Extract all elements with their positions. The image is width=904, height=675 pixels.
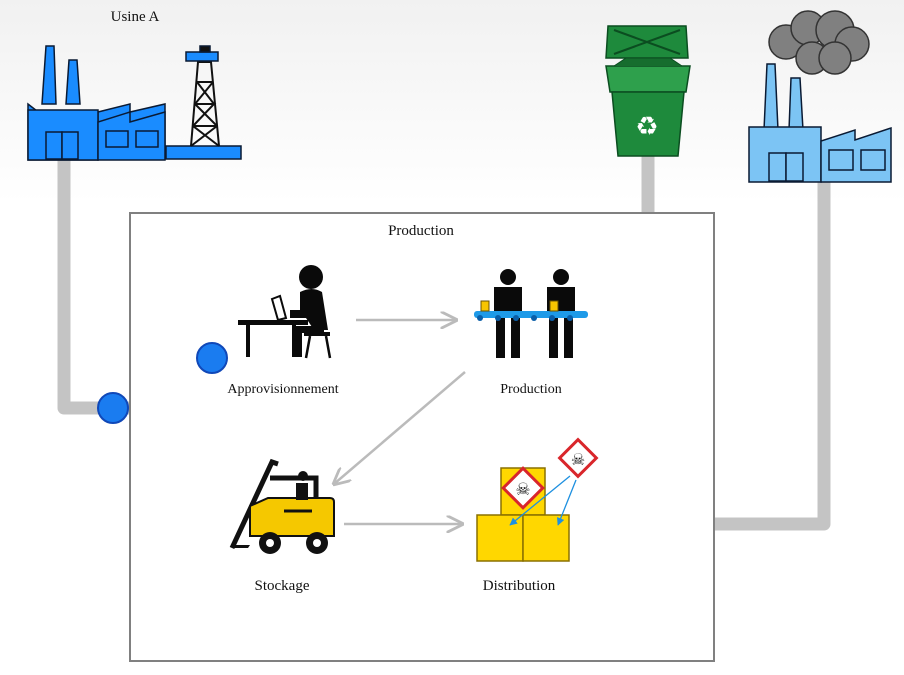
production-box-title: Production: [388, 223, 454, 239]
factory-with-oil-derrick-icon: [27, 45, 242, 161]
person-at-computer-icon: [238, 265, 332, 359]
factory-a-label: Usine A: [110, 9, 160, 25]
step-label-production: Production: [500, 382, 562, 397]
svg-text:☠: ☠: [515, 480, 530, 500]
svg-text:☠: ☠: [571, 450, 585, 469]
flow-marker-box: [196, 342, 228, 374]
arrow-production-to-stockage: [334, 371, 466, 484]
hazardous-boxes-icon: ☠ ☠: [476, 437, 599, 562]
forklift-icon: [229, 458, 335, 554]
polluting-factory-icon: [748, 10, 892, 183]
step-label-distribution: Distribution: [482, 578, 556, 594]
step-label-stockage: Stockage: [254, 578, 310, 594]
step-label-approvisionnement: Approvisionnement: [227, 382, 339, 397]
recycling-bin-icon: ♻: [605, 25, 691, 157]
assembly-line-workers-icon: [474, 269, 588, 358]
flow-marker-pipe: [97, 392, 129, 424]
svg-text:♻: ♻: [635, 112, 658, 142]
production-box: [129, 212, 715, 662]
